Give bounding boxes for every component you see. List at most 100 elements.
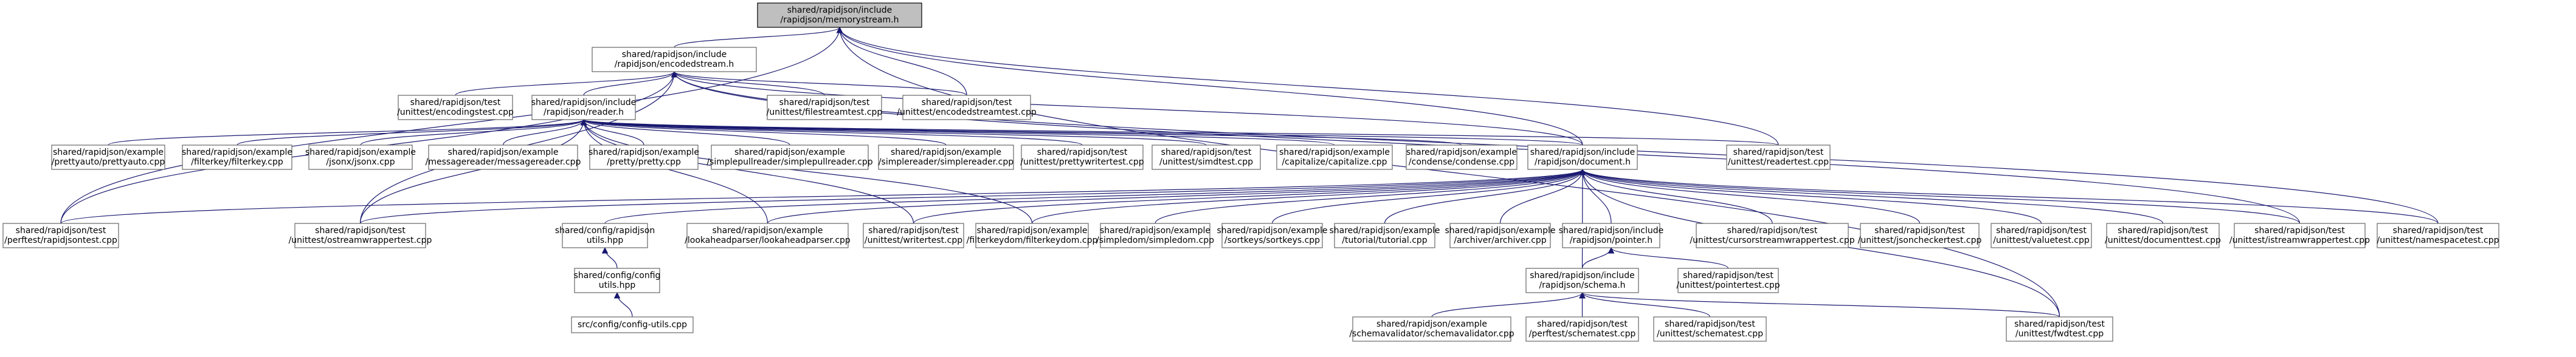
node-ostreamwrappertest[interactable]: shared/rapidjson/test/unittest/ostreamwr… <box>289 223 432 248</box>
edges-layer <box>60 26 2439 318</box>
node-label-capitalize-1: /capitalize/capitalize.cpp <box>1282 157 1387 167</box>
node-istreamwrappertest[interactable]: shared/rapidjson/test/unittest/istreamwr… <box>2229 223 2370 248</box>
node-label-simpledom-1: /simpledom/simpledom.cpp <box>1096 236 1214 245</box>
node-label-simdtest-1: /unittest/simdtest.cpp <box>1159 157 1253 167</box>
node-box-fwdtest <box>2006 316 2113 342</box>
node-simdtest[interactable]: shared/rapidjson/test/unittest/simdtest.… <box>1152 144 1261 170</box>
node-document[interactable]: shared/rapidjson/include/rapidjson/docum… <box>1527 144 1638 170</box>
node-writertest[interactable]: shared/rapidjson/test/unittest/writertes… <box>863 223 964 248</box>
node-perftest_schema[interactable]: shared/rapidjson/test/perftest/schemates… <box>1525 316 1639 342</box>
node-label-pretty-1: /pretty/pretty.cpp <box>607 157 681 167</box>
node-label-reader-0: shared/rapidjson/include <box>531 98 636 107</box>
node-label-istreamwrappertest-1: /unittest/istreamwrappertest.cpp <box>2229 236 2370 245</box>
node-box-config_utils_hpp <box>574 268 660 293</box>
node-box-pointer <box>1562 223 1660 248</box>
node-box-config_utils_cpp <box>571 316 694 333</box>
edge-filestreamtest-to-encodedstream <box>671 70 825 96</box>
node-condense[interactable]: shared/rapidjson/example/condense/conden… <box>1406 144 1518 170</box>
node-unittest_schema[interactable]: shared/rapidjson/test/unittest/schemates… <box>1653 316 1767 342</box>
node-namespacetest[interactable]: shared/rapidjson/test/unittest/namespace… <box>2377 223 2499 248</box>
node-label-encodedstream-0: shared/rapidjson/include <box>622 50 727 59</box>
node-filterkeydom[interactable]: shared/rapidjson/example/filterkeydom/fi… <box>967 223 1098 248</box>
edge-messagereader-to-reader <box>502 118 587 146</box>
node-box-ostreamwrappertest <box>294 223 426 248</box>
node-sortkeys[interactable]: shared/rapidjson/example/sortkeys/sortke… <box>1217 223 1328 248</box>
edge-simdtest-to-reader <box>581 118 1207 146</box>
node-box-simplereader <box>878 144 1014 170</box>
node-messagereader[interactable]: shared/rapidjson/example/messagereader/m… <box>426 144 581 170</box>
node-box-encodedstreamtest <box>902 95 1031 120</box>
node-memorystream: shared/rapidjson/include/rapidjson/memor… <box>757 2 922 28</box>
node-prettyauto[interactable]: shared/rapidjson/example/prettyauto/pret… <box>51 144 165 170</box>
node-box-prettywritertest <box>1021 144 1144 170</box>
node-box-unittest_schema <box>1653 316 1767 342</box>
edge-pointertest-to-pointer <box>1607 246 1729 269</box>
edge-reader-to-encodedstream <box>583 70 678 96</box>
edge-encodedstreamtest-to-encodedstream <box>671 70 967 96</box>
node-box-namespacetest <box>2377 223 2499 248</box>
node-label-document-1: /rapidjson/document.h <box>1535 157 1631 167</box>
node-label-pointertest-0: shared/rapidjson/test <box>1683 271 1773 280</box>
node-label-sortkeys-1: /sortkeys/sortkeys.cpp <box>1224 236 1320 245</box>
node-box-encodingstest <box>398 95 513 120</box>
node-schema[interactable]: shared/rapidjson/include/rapidjson/schem… <box>1525 268 1639 293</box>
nodes-layer: shared/rapidjson/include/rapidjson/memor… <box>2 2 2499 342</box>
edge-jsonx-to-reader <box>360 118 587 146</box>
node-reader[interactable]: shared/rapidjson/include/rapidjson/reade… <box>531 95 636 120</box>
node-jsonx[interactable]: shared/rapidjson/example/jsonx/jsonx.cpp <box>305 144 416 170</box>
node-simplereader[interactable]: shared/rapidjson/example/simplereader/si… <box>878 144 1014 170</box>
edge-config_utils_cpp-to-config_utils_hpp <box>613 291 633 318</box>
node-simpledom[interactable]: shared/rapidjson/example/simpledom/simpl… <box>1096 223 1214 248</box>
node-label-filestreamtest-1: /unittest/filestreamtest.cpp <box>767 107 883 117</box>
node-box-memorystream <box>757 2 922 28</box>
node-encodedstream[interactable]: shared/rapidjson/include/rapidjson/encod… <box>592 47 757 72</box>
node-simplepullreader[interactable]: shared/rapidjson/example/simplepullreade… <box>706 144 873 170</box>
node-pointer[interactable]: shared/rapidjson/include/rapidjson/point… <box>1559 223 1663 248</box>
edge-capitalize-to-reader <box>581 118 1335 146</box>
node-jsoncheckertest[interactable]: shared/rapidjson/test/unittest/jsoncheck… <box>1858 223 1982 248</box>
edge-fwdtest-to-memorystream <box>836 26 2060 318</box>
node-box-lookaheadparser <box>686 223 849 248</box>
node-documenttest[interactable]: shared/rapidjson/test/unittest/documentt… <box>2105 223 2221 248</box>
edge-encodedstream-to-memorystream <box>674 26 843 48</box>
node-pointertest[interactable]: shared/rapidjson/test/unittest/pointerte… <box>1676 268 1780 293</box>
node-label-capitalize-0: shared/rapidjson/example <box>1279 148 1390 157</box>
node-schemavalidator[interactable]: shared/rapidjson/example/schemavalidator… <box>1349 316 1514 342</box>
node-encodedstreamtest[interactable]: shared/rapidjson/test/unittest/encodedst… <box>897 95 1037 120</box>
node-label-fwdtest-0: shared/rapidjson/test <box>2014 319 2105 329</box>
node-label-istreamwrappertest-0: shared/rapidjson/test <box>2254 226 2345 236</box>
node-label-namespacetest-1: /unittest/namespacetest.cpp <box>2377 236 2499 245</box>
node-label-condense-0: shared/rapidjson/example <box>1406 148 1517 157</box>
node-perftest_rapidjson[interactable]: shared/rapidjson/test/perftest/rapidjson… <box>2 223 119 248</box>
node-readertest[interactable]: shared/rapidjson/test/unittest/readertes… <box>1726 144 1831 170</box>
node-label-simplereader-1: /simplereader/simplereader.cpp <box>879 157 1013 167</box>
node-prettywritertest[interactable]: shared/rapidjson/test/unittest/prettywri… <box>1020 144 1144 170</box>
node-filterkey[interactable]: shared/rapidjson/example/filterkey/filte… <box>182 144 292 170</box>
node-label-encodedstream-1: /rapidjson/encodedstream.h <box>615 59 734 69</box>
node-encodingstest[interactable]: shared/rapidjson/test/unittest/encodings… <box>397 95 514 120</box>
node-label-jsonx-1: /jsonx/jsonx.cpp <box>326 157 395 167</box>
node-pretty[interactable]: shared/rapidjson/example/pretty/pretty.c… <box>589 144 699 170</box>
node-box-filterkeydom <box>975 223 1089 248</box>
node-config_utils_cpp[interactable]: src/config/config-utils.cpp <box>571 316 694 333</box>
node-capitalize[interactable]: shared/rapidjson/example/capitalize/capi… <box>1276 144 1393 170</box>
node-lookaheadparser[interactable]: shared/rapidjson/example/lookaheadparser… <box>685 223 851 248</box>
node-label-pointer-1: /rapidjson/pointer.h <box>1570 236 1652 245</box>
node-cursorstreamwrappertest[interactable]: shared/rapidjson/test/unittest/cursorstr… <box>1690 223 1855 248</box>
node-label-schemavalidator-0: shared/rapidjson/example <box>1376 319 1487 329</box>
node-box-filestreamtest <box>767 95 882 120</box>
node-fwdtest[interactable]: shared/rapidjson/test/unittest/fwdtest.c… <box>2006 316 2113 342</box>
node-label-simplepullreader-1: /simplepullreader/simplepullreader.cpp <box>706 157 872 167</box>
edge-fwdtest-to-schema <box>1579 291 2060 318</box>
node-label-encodingstest-0: shared/rapidjson/test <box>410 98 501 107</box>
node-label-messagereader-0: shared/rapidjson/example <box>447 148 558 157</box>
node-tutorial[interactable]: shared/rapidjson/example/tutorial/tutori… <box>1329 223 1440 248</box>
node-archiver[interactable]: shared/rapidjson/example/archiver/archiv… <box>1445 223 1556 248</box>
node-valuetest[interactable]: shared/rapidjson/test/unittest/valuetest… <box>1991 223 2092 248</box>
node-box-perftest_schema <box>1525 316 1639 342</box>
node-filestreamtest[interactable]: shared/rapidjson/test/unittest/filestrea… <box>767 95 883 120</box>
node-label-config_utils_cpp-0: src/config/config-utils.cpp <box>578 320 687 330</box>
edge-perftest_rapidjson-to-memorystream <box>60 26 843 224</box>
